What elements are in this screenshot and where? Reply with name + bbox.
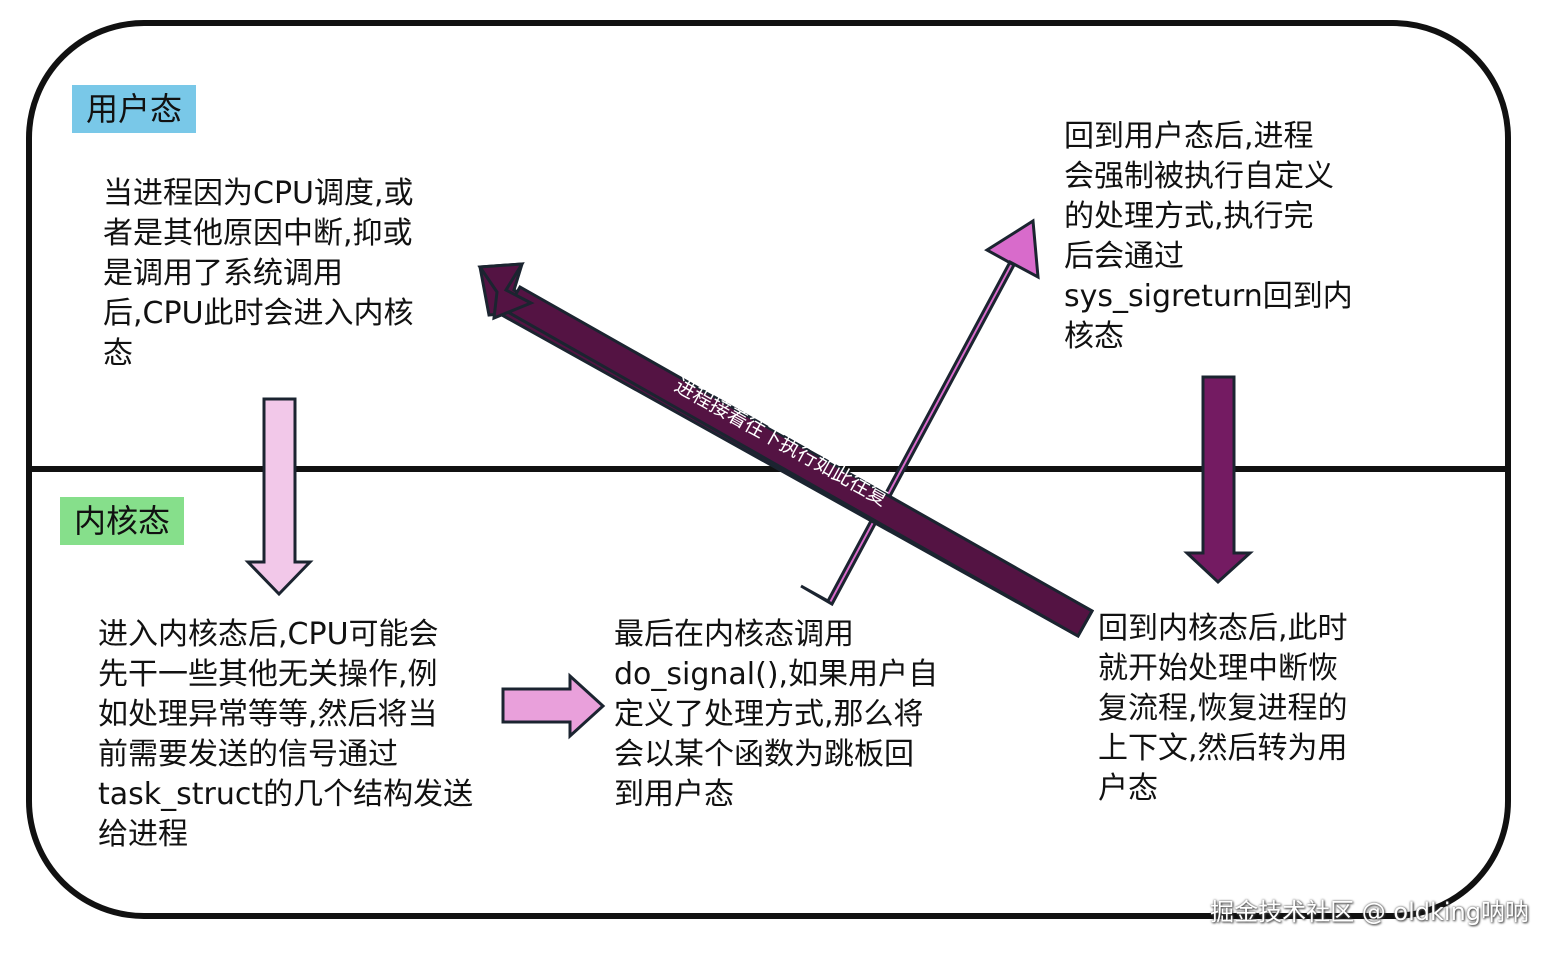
watermark-text: 掘金技术社区 @ oldking呐呐 [1210,898,1529,926]
step-restore-text: 回到内核态后,此时 就开始处理中断恢 复流程,恢复进程的 上下文,然后转为用 户… [1098,611,1348,806]
step-kernel-work-text: 进入内核态后,CPU可能会 先干一些其他无关操作,例 如处理异常等等,然后将当 … [98,617,474,852]
step-do-signal-text: 最后在内核态调用 do_signal(),如果用户自 定义了处理方式,那么将 会… [614,617,939,812]
down-arrow-dark-icon [1183,375,1254,585]
loop-back-label: 进程接着往下执行如此往复 [671,373,892,511]
right-arrow-icon [501,672,606,740]
step-interrupt-text: 当进程因为CPU调度,或 者是其他原因中断,抑或 是调用了系统调用 后,CPU此… [103,176,414,371]
kernel-mode-label: 内核态 [60,497,185,545]
user-mode-label: 用户态 [72,85,197,133]
step-user-handler-text: 回到用户态后,进程 会强制被执行自定义 的处理方式,执行完 后会通过 sys_s… [1064,119,1353,354]
up-left-arrow-head [477,262,535,321]
up-right-arrow-icon [800,218,1040,607]
down-arrow-icon [244,397,314,597]
